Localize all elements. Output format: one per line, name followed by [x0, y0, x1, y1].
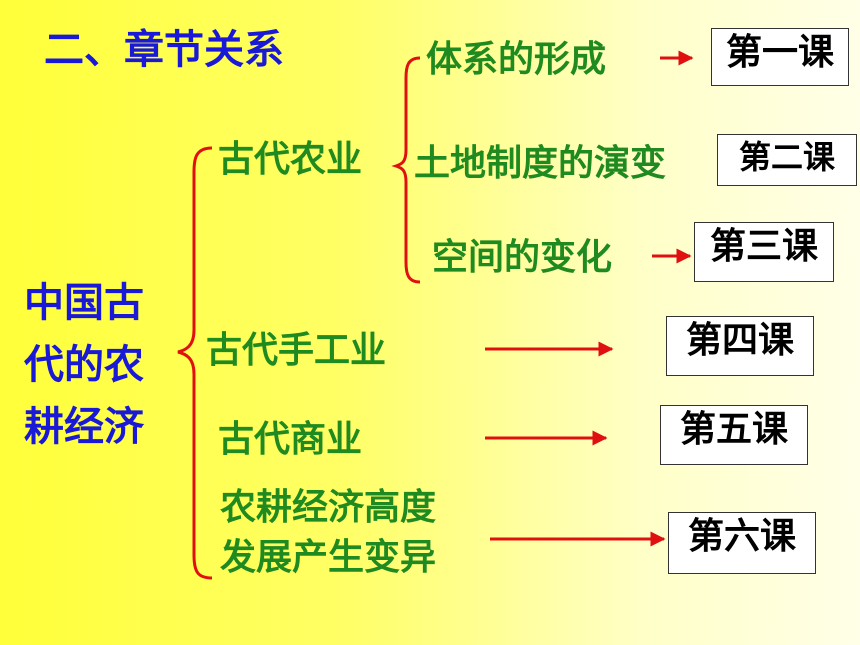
branch-change-line2: 发展产生变异: [220, 537, 437, 578]
lesson-1-box: 第一课: [711, 28, 849, 86]
root-node: 中国古代的农耕经济: [24, 280, 144, 450]
lesson-5-box: 第五课: [660, 405, 808, 465]
sub-land-system: 土地制度的演变: [414, 143, 667, 184]
branch-change-line1: 农耕经济高度: [220, 487, 437, 528]
branch-agriculture: 古代农业: [218, 139, 363, 180]
main-brace: [177, 146, 213, 580]
branch-handicraft: 古代手工业: [206, 330, 387, 371]
sub-system-formation: 体系的形成: [426, 39, 607, 80]
lesson-6-box: 第六课: [668, 512, 816, 574]
lesson-2-box: 第二课: [717, 134, 857, 186]
agriculture-brace: [391, 56, 421, 284]
branch-commerce: 古代商业: [218, 419, 363, 460]
lesson-4-box: 第四课: [666, 316, 814, 376]
lesson-3-box: 第三课: [694, 222, 834, 282]
sub-space-change: 空间的变化: [432, 237, 613, 278]
page-title: 二、章节关系: [44, 27, 284, 73]
